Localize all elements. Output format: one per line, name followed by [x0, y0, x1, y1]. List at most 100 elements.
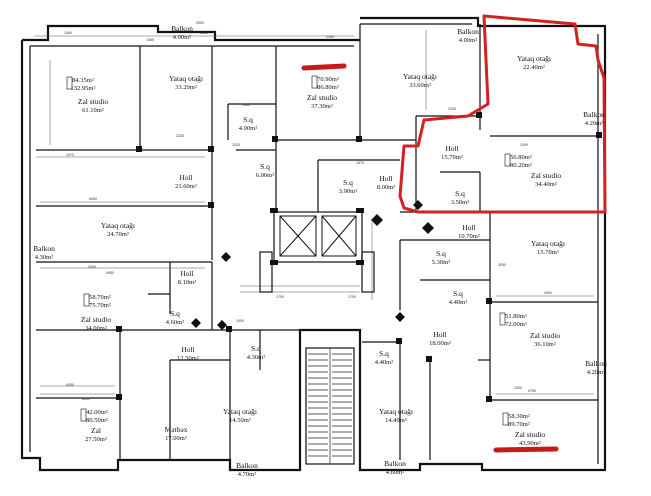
area-bracket: [66, 76, 73, 90]
room-label: S.q4.40m²: [449, 289, 467, 306]
room-name: S.q: [453, 289, 463, 298]
room-area: 22.40m²: [523, 64, 545, 71]
apartment-gross-area: 72.00m²: [505, 321, 527, 328]
room-area: 15.70m²: [537, 249, 559, 256]
room-area: 4.00m²: [173, 34, 191, 41]
room-name: Holl: [180, 269, 193, 278]
room-area: 61.10m²: [82, 107, 104, 114]
room-label: S.q4.40m²: [375, 349, 393, 366]
room-name: Mətbəx: [165, 425, 188, 434]
room-area: 37.30m²: [311, 103, 333, 110]
entrance-arrows: [191, 200, 434, 330]
dimension-label: 4900: [544, 291, 552, 295]
room-name: Zal studio: [515, 430, 545, 439]
room-area: 33.60m²: [409, 82, 431, 89]
apartment-total-area: 84.35m²: [72, 77, 94, 84]
room-name: Balkon: [585, 359, 607, 368]
room-area: 6.00m²: [256, 172, 274, 179]
apartment-gross-area: 132.95m²: [71, 85, 96, 92]
dimension-label: 1700: [348, 295, 356, 299]
entrance-arrow-icon: [217, 320, 227, 330]
room-area: 4.40m²: [449, 299, 467, 306]
columns: [116, 112, 602, 402]
room-area: 43.90m²: [519, 440, 541, 447]
dimension-label: 1900: [236, 319, 244, 323]
red-marker-top: [301, 63, 347, 71]
room-label: S.q5.30m²: [432, 249, 450, 266]
dimension-label: 6050: [89, 197, 97, 201]
room-name: Balkon: [457, 27, 479, 36]
dimension-label: 3150: [448, 107, 456, 111]
dimension-label: 1020: [232, 143, 240, 147]
room-area: 4.70m²: [238, 471, 256, 478]
highlighted-apartment-outline: [398, 14, 607, 214]
apartment-gross-area: 89.70m²: [508, 421, 530, 428]
dimension-label: 2000: [196, 21, 204, 25]
dimension-label: 1450: [326, 35, 334, 39]
room-area: 34.00m²: [85, 325, 107, 332]
room-area: 4.40m²: [375, 359, 393, 366]
room-name: S.q: [260, 162, 270, 171]
apartment-total-area: 51.80m²: [505, 313, 527, 320]
dimension-lines: [34, 30, 594, 395]
room-area: 34.40m²: [535, 181, 557, 188]
room-name: Balkon: [236, 461, 258, 470]
room-area: 4.60m²: [166, 319, 184, 326]
dimension-label: 1460: [146, 38, 154, 42]
room-name: S.q: [455, 189, 465, 198]
room-name: Zal studio: [81, 315, 111, 324]
room-name: S.q: [379, 349, 389, 358]
room-name: Zal: [91, 426, 101, 435]
area-bracket: [502, 412, 509, 426]
entrance-arrow-icon: [371, 214, 383, 226]
room-name: S.q: [436, 249, 446, 258]
apartment-total-area: 58.70m²: [89, 294, 111, 301]
outer-walls: [20, 16, 607, 472]
room-name: Holl: [433, 330, 446, 339]
entrance-arrow-icon: [422, 222, 434, 234]
room-name: Holl: [379, 174, 392, 183]
room-name: S.q: [343, 178, 353, 187]
room-label: S.q3.90m²: [339, 178, 357, 195]
room-label: S.q3.50m²: [451, 189, 469, 206]
room-area: 3.50m²: [451, 199, 469, 206]
room-name: Holl: [445, 144, 458, 153]
room-name: Yataq otağı: [531, 239, 565, 248]
room-name: Yataq otağı: [101, 221, 135, 230]
room-area: 27.50m²: [85, 436, 107, 443]
room-area: 17.00m²: [165, 435, 187, 442]
apartment-area-labels: 84.35m²132.95m²70.90m²86.80m²56.80m²80.2…: [66, 75, 532, 428]
room-name: Balkon: [583, 110, 605, 119]
apartment-total-area: 56.80m²: [510, 154, 532, 161]
room-name: S.q: [243, 115, 253, 124]
area-bracket: [83, 293, 90, 307]
dimension-label: 1460: [64, 31, 72, 35]
room-area: 4.60m²: [386, 469, 404, 476]
dimension-label: 1570: [356, 161, 364, 165]
entrance-arrow-icon: [221, 252, 231, 262]
room-name: Yataq otağı: [223, 407, 257, 416]
room-area: 12.50m²: [177, 355, 199, 362]
entrance-arrow-icon: [191, 318, 201, 328]
area-bracket: [504, 153, 511, 167]
room-area: 8.00m²: [377, 184, 395, 191]
room-area: 4.00m²: [239, 125, 257, 132]
